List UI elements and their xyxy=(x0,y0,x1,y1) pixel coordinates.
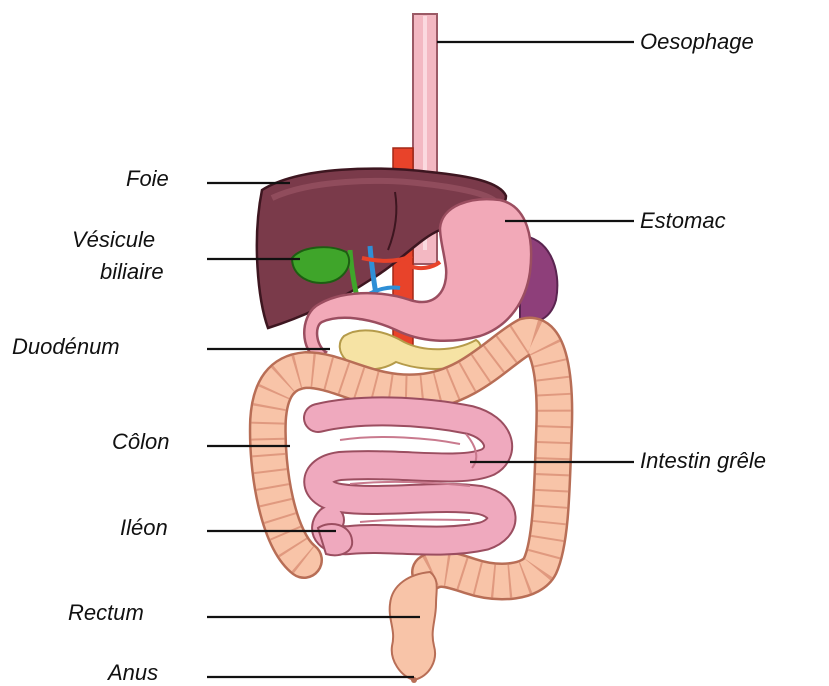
label-intestin-grele: Intestin grêle xyxy=(640,448,766,474)
label-vesicule: Vésicule xyxy=(72,227,155,253)
label-foie: Foie xyxy=(126,166,169,192)
label-oesophage: Oesophage xyxy=(640,29,754,55)
label-rectum: Rectum xyxy=(68,600,144,626)
label-ileon: Iléon xyxy=(120,515,168,541)
label-estomac: Estomac xyxy=(640,208,726,234)
small-intestine xyxy=(318,411,502,540)
ileum-end xyxy=(318,524,352,555)
label-duodenum: Duodénum xyxy=(12,334,120,360)
rectum xyxy=(390,572,437,680)
label-anus: Anus xyxy=(108,660,158,686)
label-colon: Côlon xyxy=(112,429,169,455)
label-biliaire: biliaire xyxy=(100,259,164,285)
